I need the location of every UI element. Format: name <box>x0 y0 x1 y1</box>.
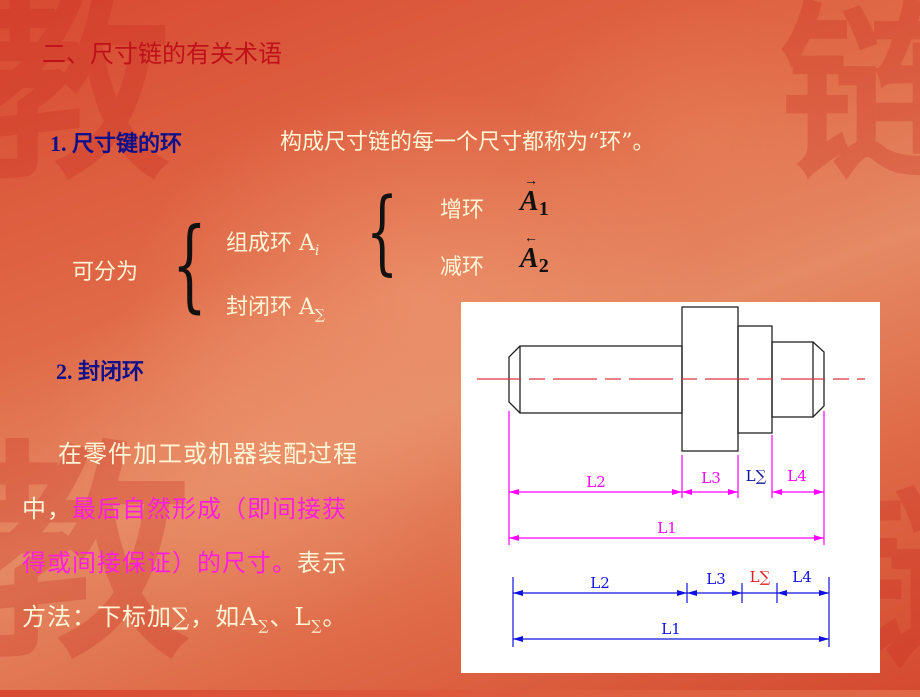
classification-label: 可分为 <box>72 260 139 285</box>
ring-definition: 构成尺寸链的每一个尺寸都称为“环”。 <box>280 130 655 155</box>
shaft-drawing: L2 L3 L∑ L4 L1 L2 L3 L∑ L4 L1 <box>477 306 865 647</box>
closing-ring-definition-highlight: 得或间接保证）的尺寸。 <box>22 549 297 577</box>
closing-ring-paragraph-line2: 中，最后自然形成（即间接获 <box>22 495 347 523</box>
right-arrow-icon: → <box>524 174 538 189</box>
bottom-dim-L2: L2 <box>590 574 610 592</box>
closing-ring-definition-highlight: 最后自然形成（即间接获 <box>72 495 347 523</box>
top-dim-L1: L1 <box>657 519 677 537</box>
increasing-ring-label: 增环 <box>440 198 485 223</box>
background-seal-glyph: 教 <box>0 420 191 690</box>
closing-ring-paragraph-line1: 在零件加工或机器装配过程 <box>58 440 358 468</box>
closing-ring-label: 封闭环 A∑ <box>226 289 325 323</box>
left-arrow-icon: ← <box>524 231 538 246</box>
component-ring-text: 组成环 A <box>226 231 315 256</box>
bottom-dim-L4: L4 <box>792 568 812 586</box>
background-seal-glyph: 教 <box>0 0 171 207</box>
closing-ring-paragraph-line4: 方法：下标加∑，如A∑、L∑。 <box>22 603 348 634</box>
inner-brace: { <box>366 178 399 285</box>
closing-ring-text: 封闭环 A <box>226 295 315 320</box>
background-seal-glyph: 链 <box>780 0 920 206</box>
section2-heading: 2. 封闭环 <box>56 359 145 384</box>
bottom-dim-Lsum: L∑ <box>750 568 771 586</box>
bottom-dim-L3: L3 <box>706 570 726 588</box>
top-dim-Lsum: L∑ <box>746 467 767 485</box>
top-dimension-set <box>508 411 825 545</box>
component-ring-subscript: i <box>314 243 320 259</box>
decreasing-ring-label: 减环 <box>440 255 485 280</box>
outer-brace: { <box>172 206 207 323</box>
slide-title: 二、尺寸链的有关术语 <box>42 40 282 68</box>
dimension-chain-diagram: L2 L3 L∑ L4 L1 L2 L3 L∑ L4 L1 <box>461 302 880 673</box>
top-dim-L4: L4 <box>787 467 807 485</box>
decreasing-ring-symbol: ←A2 <box>520 231 549 277</box>
section1-heading: 1. 尺寸键的环 <box>50 131 183 156</box>
top-dim-L2: L2 <box>586 473 606 491</box>
component-ring-label: 组成环 Ai <box>226 225 319 259</box>
top-dim-L3: L3 <box>701 469 721 487</box>
closing-ring-paragraph-line3: 得或间接保证）的尺寸。表示 <box>22 549 347 577</box>
closing-ring-subscript: ∑ <box>314 307 325 323</box>
increasing-ring-symbol: →A1 <box>520 174 549 220</box>
bottom-dim-L1: L1 <box>661 620 681 638</box>
bottom-dimension-set <box>512 577 830 647</box>
